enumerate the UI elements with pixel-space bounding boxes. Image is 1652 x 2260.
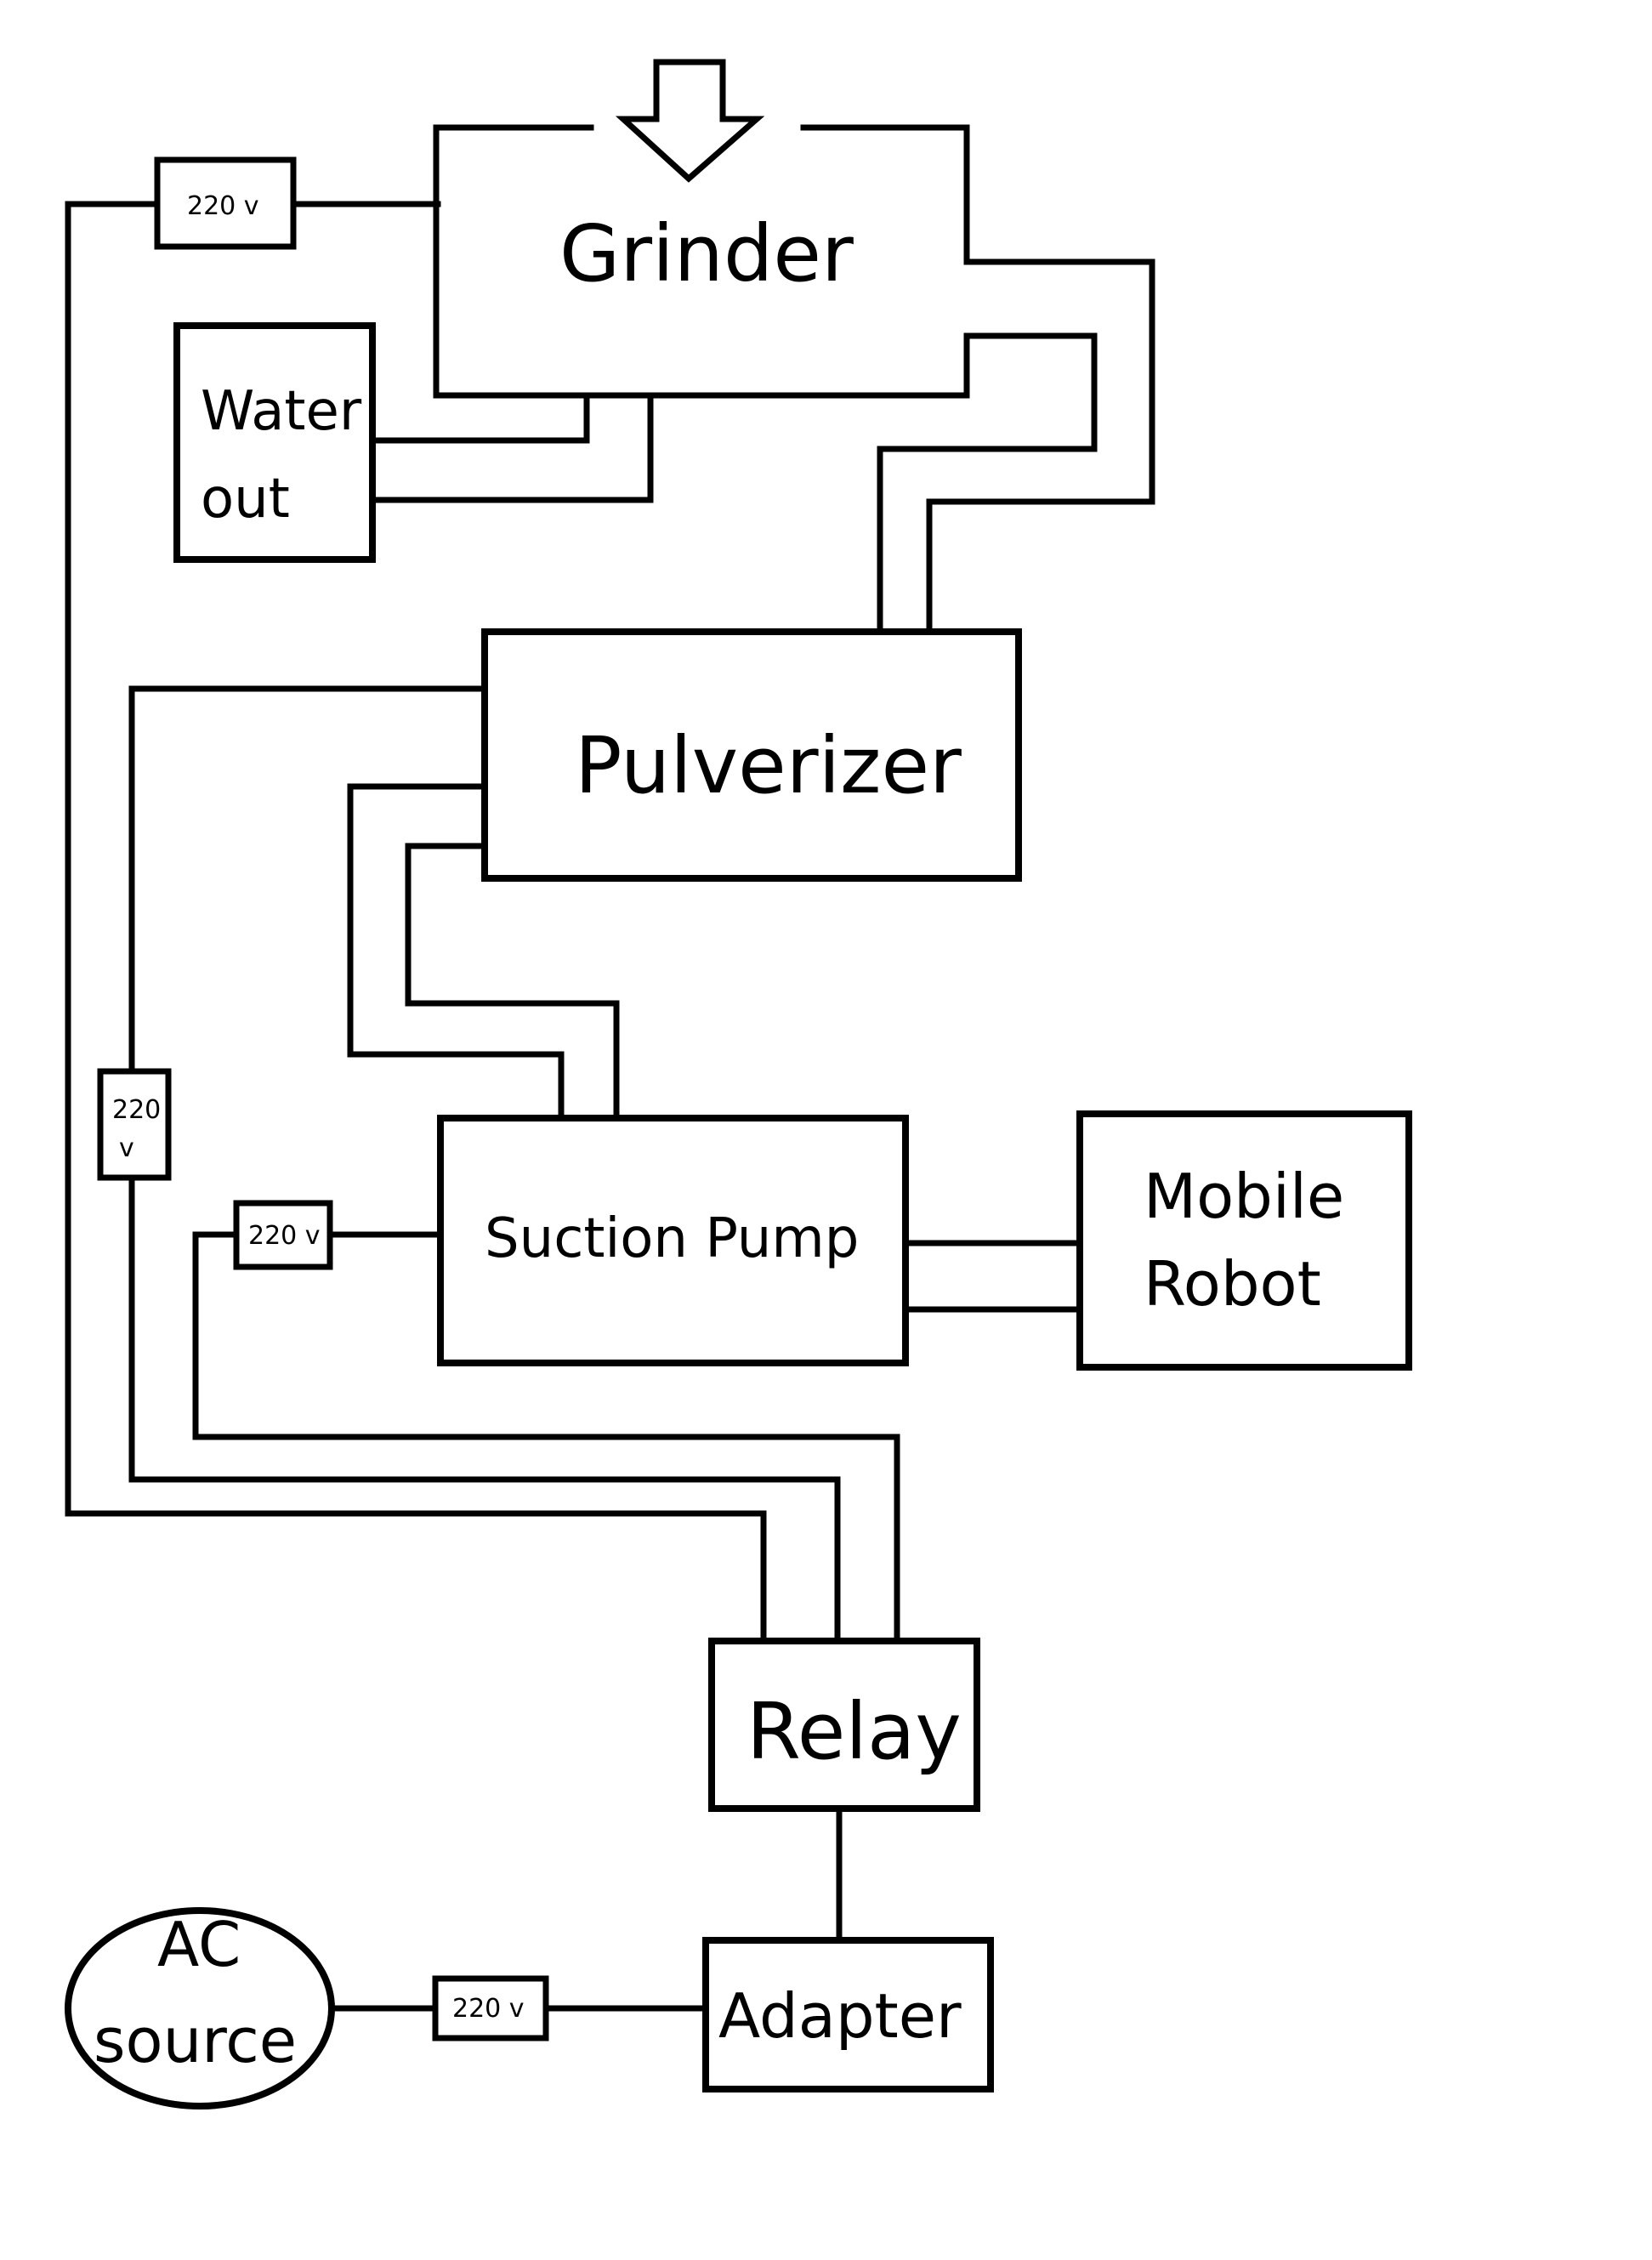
water-out-pipe-upper	[368, 392, 590, 444]
pulverizer-power-wire	[128, 685, 841, 1640]
grinder-to-pulverizer-pipe-inner	[877, 332, 1098, 635]
mobile-robot-label-line2: Robot	[1144, 1248, 1321, 1320]
adapter-box	[702, 1937, 994, 2092]
relay-box	[708, 1638, 980, 1812]
down-arrow-icon	[615, 59, 765, 183]
ac-voltage-label: 220 v	[452, 1994, 525, 2024]
pulverizer-box	[481, 628, 1022, 882]
water-out-label-line2: out	[201, 468, 290, 531]
water-out-label-line1: Water	[201, 380, 362, 443]
pulverizer-to-pump-pipe-outer	[347, 783, 565, 1121]
pump-voltage-label: 220 v	[248, 1221, 321, 1251]
grinder-power-wire	[65, 201, 767, 1640]
mobile-robot-box	[1076, 1110, 1412, 1371]
water-out-box	[173, 322, 376, 563]
relay-label: Relay	[747, 1686, 962, 1777]
grinder-label: Grinder	[559, 208, 854, 299]
grinder-to-pulverizer-pipe-outer	[926, 124, 1155, 635]
pulverizer-voltage-box	[97, 1068, 172, 1181]
pulverizer-voltage-label-line2: v	[119, 1133, 134, 1163]
ac-source-ellipse	[65, 1907, 335, 2110]
grinder-voltage-box	[154, 156, 297, 250]
ac-voltage-box	[432, 1975, 549, 2041]
suction-pump-label: Suction Pump	[485, 1207, 859, 1270]
pulverizer-voltage-label-line1: 220	[112, 1095, 161, 1125]
pump-voltage-box	[233, 1200, 333, 1270]
adapter-label: Adapter	[718, 1980, 962, 2052]
grinder-box	[433, 124, 970, 399]
ac-source-label-line1: AC	[157, 1909, 241, 1980]
pulverizer-to-pump-pipe-inner	[405, 843, 620, 1121]
ac-source-label-line2: source	[94, 2005, 297, 2076]
grinder-voltage-label: 220 v	[187, 191, 259, 221]
water-out-pipe-lower	[368, 392, 654, 503]
suction-pump-box	[437, 1115, 909, 1366]
pulverizer-label: Pulverizer	[575, 720, 962, 811]
mobile-robot-label-line1: Mobile	[1144, 1161, 1344, 1232]
